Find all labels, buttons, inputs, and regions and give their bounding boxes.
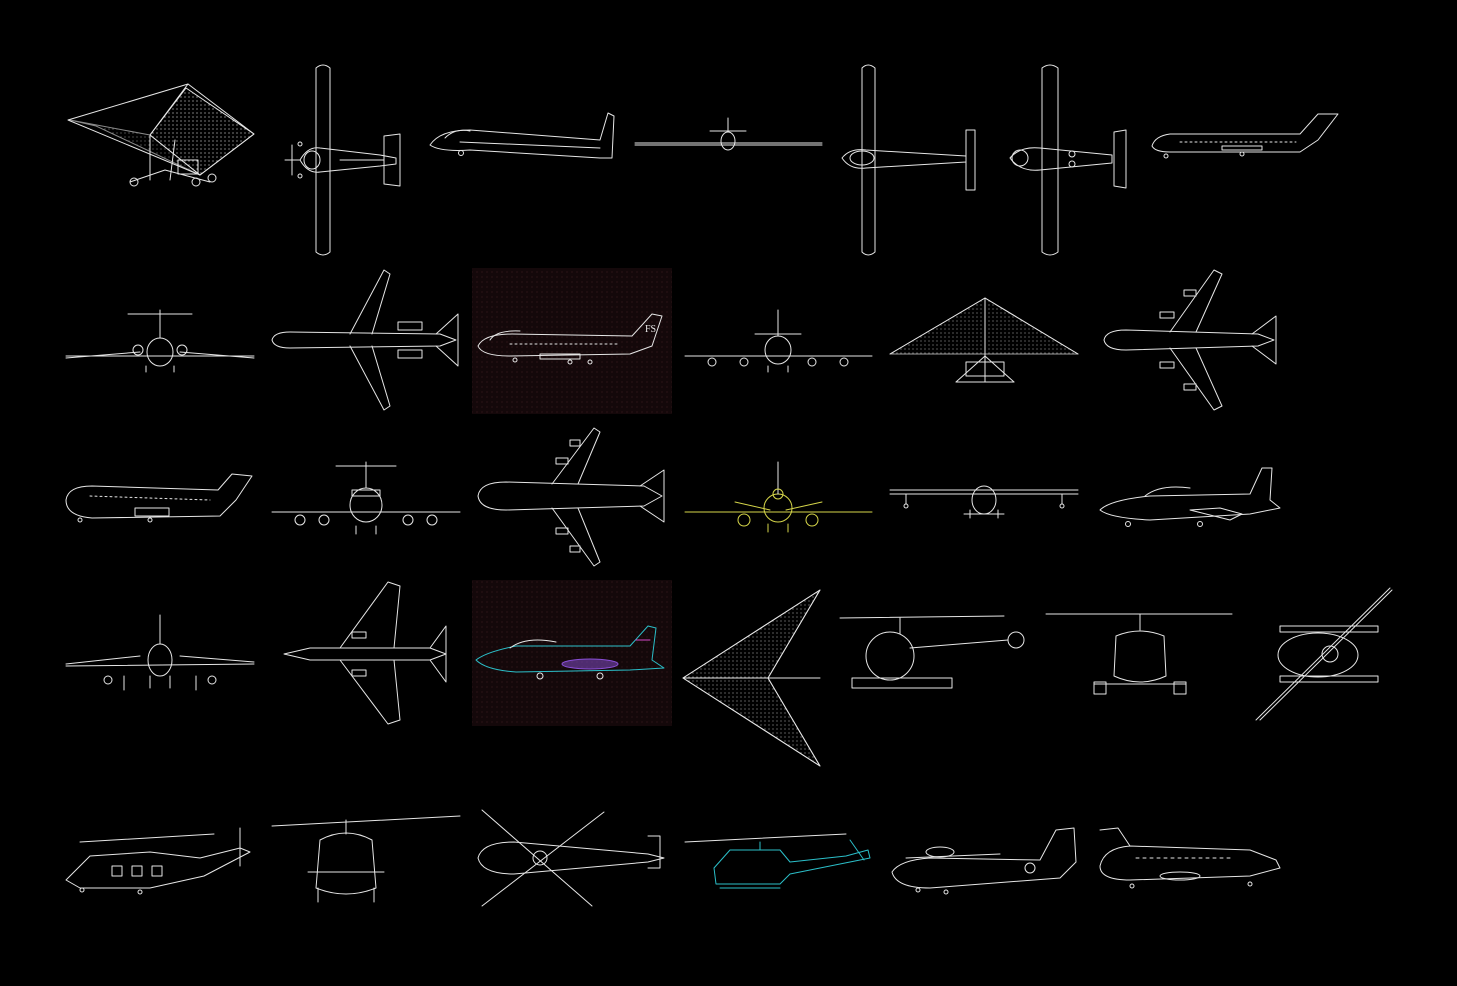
helicopter-side [65, 827, 251, 895]
jumbo-jet-front [684, 309, 873, 373]
light-plane-top-2 [1009, 64, 1127, 256]
trijet-top [271, 269, 459, 411]
business-jet-side [1099, 827, 1281, 889]
regional-jet-side [1151, 113, 1339, 159]
airliner-top [1103, 269, 1277, 411]
light-helicopter-side [839, 615, 1025, 689]
glider-front [634, 117, 823, 151]
hang-glider-top [682, 589, 821, 767]
hang-glider-trike-side [67, 83, 255, 187]
jumbo-jet-side-panel [472, 268, 672, 414]
light-helicopter-top [1255, 587, 1393, 721]
glider-side [429, 112, 615, 159]
fighter-side-color [472, 580, 672, 726]
trijet-front-yellow [684, 461, 873, 533]
jet-trainer-side [1099, 467, 1281, 527]
flying-boat-side [891, 827, 1077, 895]
light-helicopter-front [1045, 613, 1233, 695]
hang-glider-front [889, 297, 1079, 383]
utility-helicopter-side-cyan [684, 833, 871, 889]
jumbo-jet-top [477, 427, 665, 567]
jumbo-jet-tail-letters: FS [645, 324, 656, 335]
helicopter-front [271, 815, 461, 903]
jumbo-jet-front-2 [271, 461, 461, 535]
light-plane-top [284, 64, 401, 256]
trijet-front [65, 309, 255, 373]
cargo-jet-side [65, 473, 253, 523]
fighter-top [283, 581, 447, 725]
jumbo-jet-side: FS [472, 268, 672, 414]
glider-top [841, 64, 976, 256]
fighter-side-panel [472, 580, 672, 726]
amphibian-front [889, 485, 1079, 519]
helicopter-top [477, 809, 665, 907]
fighter-front [65, 614, 255, 691]
